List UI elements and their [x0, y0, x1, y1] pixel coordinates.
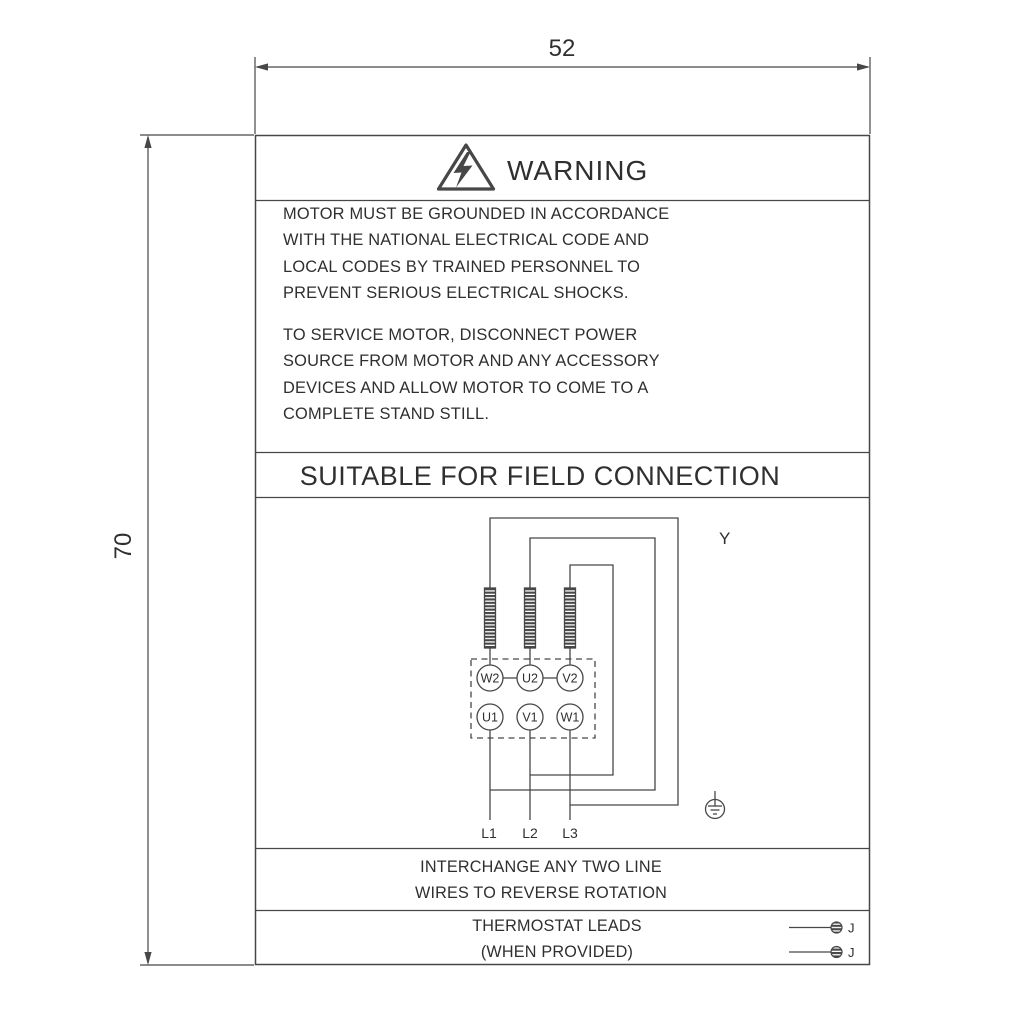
rotation-note-line: WIRES TO REVERSE ROTATION: [414, 884, 668, 902]
high-voltage-warning-icon: [436, 143, 496, 191]
arrowhead-up-icon: [144, 135, 152, 148]
terminal-label-u1: U1: [482, 711, 498, 725]
thermostat-lead-label-1: J: [848, 921, 855, 936]
terminal-w1: [556, 703, 584, 731]
terminal-label-v2: V2: [562, 672, 577, 686]
service-warning-paragraph: TO SERVICE MOTOR, DISCONNECT POWER SOURC…: [283, 322, 660, 427]
winding-v-loop: [530, 564, 614, 776]
coil-symbol-v: [563, 587, 577, 649]
section-dividers: [255, 199, 869, 912]
wiring-diagram: [470, 517, 679, 820]
terminal-label-w1: W1: [561, 711, 580, 725]
terminal-label-v1: V1: [522, 711, 537, 725]
thermostat-leads: [789, 921, 843, 959]
thermostat-note-line: THERMOSTAT LEADS: [472, 917, 642, 935]
rotation-note-line: INTERCHANGE ANY TWO LINE: [420, 858, 662, 876]
terminal-w2: [476, 664, 504, 692]
paragraph-line: WITH THE NATIONAL ELECTRICAL CODE AND: [283, 231, 650, 250]
paragraph-line: PREVENT SERIOUS ELECTRICAL SHOCKS.: [283, 283, 629, 302]
arrowhead-left-icon: [255, 63, 268, 71]
paragraph-line: MOTOR MUST BE GROUNDED IN ACCORDANCE: [283, 205, 670, 223]
width-dimension-value: 52: [549, 35, 576, 62]
rotation-note: INTERCHANGE ANY TWO LINE WIRES TO REVERS…: [255, 854, 827, 906]
line-label-l2: L2: [522, 825, 538, 841]
height-dimension: [140, 134, 254, 966]
grounding-warning-paragraph: MOTOR MUST BE GROUNDED IN ACCORDANCE WIT…: [283, 201, 669, 306]
thermostat-lead-label-2: J: [848, 945, 855, 960]
terminal-block-outline: [470, 658, 596, 739]
ground-circle: [704, 798, 726, 820]
thermostat-note: THERMOSTAT LEADS (WHEN PROVIDED): [255, 913, 859, 965]
thermostat-lead-terminal: [830, 945, 843, 959]
winding-u-loop: [490, 537, 656, 791]
terminal-v1: [516, 703, 544, 731]
terminal-u1: [476, 703, 504, 731]
coil-symbol-u: [523, 587, 537, 649]
winding-w-loop: [489, 517, 679, 806]
paragraph-line: LOCAL CODES BY TRAINED PERSONNEL TO: [283, 257, 641, 276]
arrowhead-right-icon: [857, 63, 870, 71]
terminal-v2: [556, 664, 584, 692]
warning-title: WARNING: [507, 155, 649, 186]
terminal-u2: [516, 664, 544, 692]
paragraph-line: SOURCE FROM MOTOR AND ANY ACCESSORY: [283, 352, 660, 371]
thermostat-note-line: (WHEN PROVIDED): [480, 943, 634, 961]
terminal-label-u2: U2: [522, 672, 538, 686]
label-outline: [254, 134, 871, 966]
terminal-label-w2: W2: [481, 672, 500, 686]
height-dimension-value: 70: [110, 533, 137, 560]
arrowhead-down-icon: [144, 952, 152, 965]
coil-symbol-w: [483, 587, 497, 649]
lightning-bolt-icon: [453, 152, 473, 188]
paragraph-line: TO SERVICE MOTOR, DISCONNECT POWER: [283, 326, 638, 344]
line-label-l3: L3: [562, 825, 578, 841]
ground-icon: [704, 791, 726, 820]
line-label-l1: L1: [481, 825, 497, 841]
thermostat-lead-terminal: [830, 921, 843, 934]
warning-triangle: [436, 143, 496, 191]
paragraph-line: COMPLETE STAND STILL.: [283, 404, 490, 423]
paragraph-line: DEVICES AND ALLOW MOTOR TO COME TO A: [283, 378, 649, 397]
width-dimension: [254, 57, 871, 134]
field-connection-banner: SUITABLE FOR FIELD CONNECTION: [299, 461, 781, 491]
star-connection-symbol: Y: [719, 529, 730, 548]
